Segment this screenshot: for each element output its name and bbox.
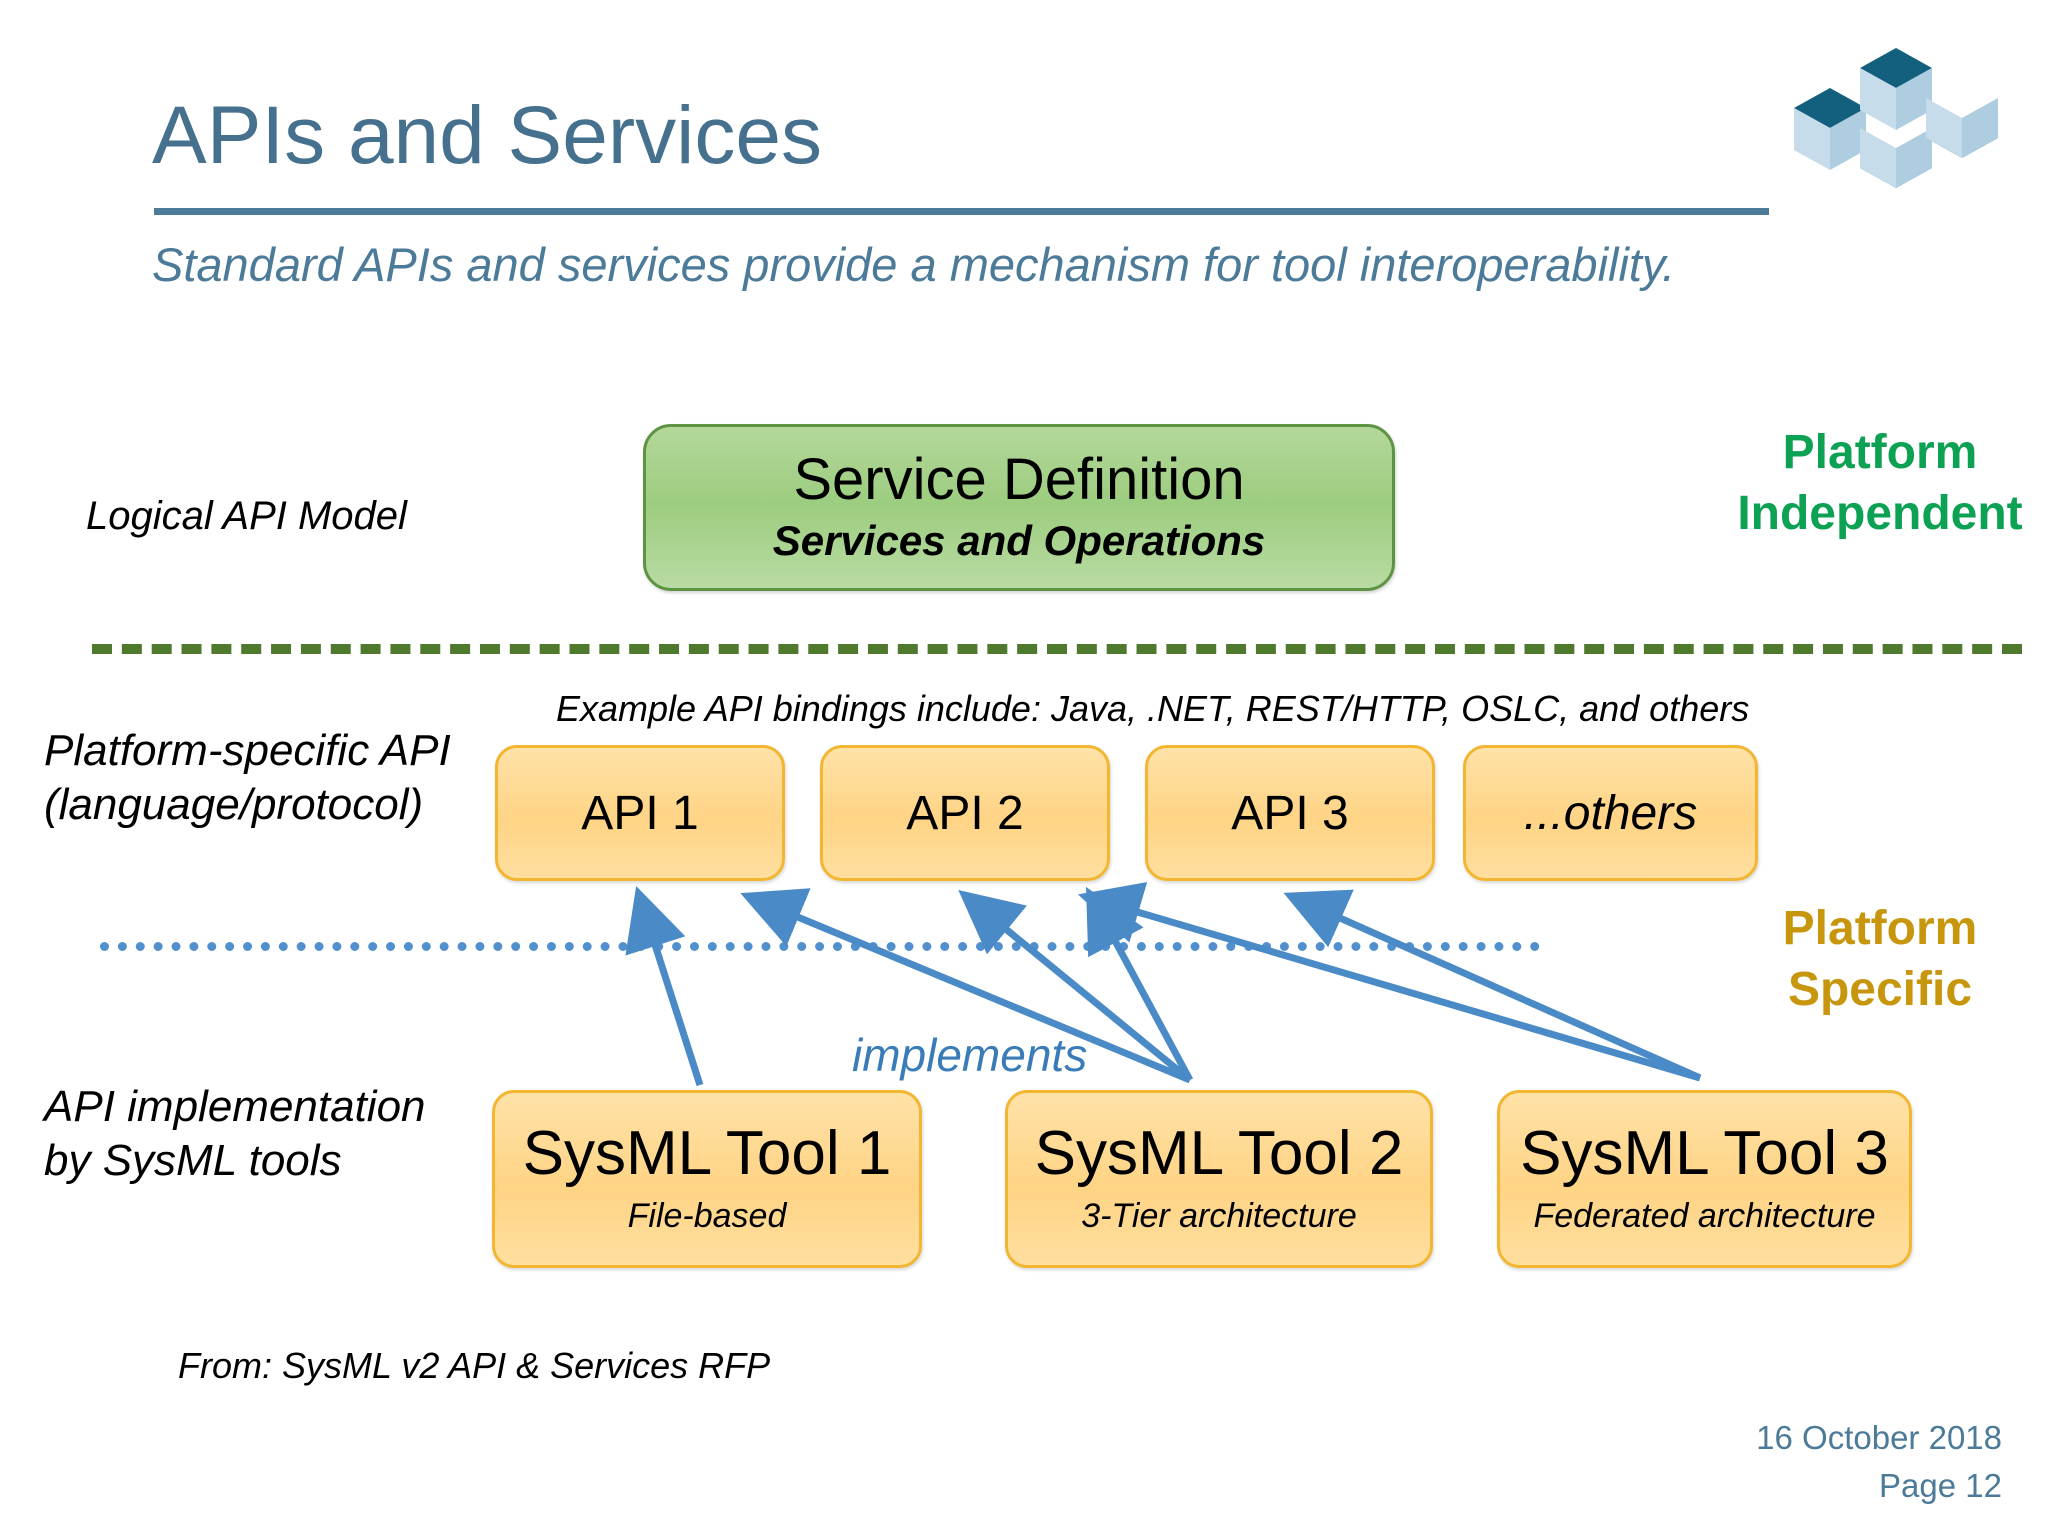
implements-label: implements — [852, 1029, 1088, 1081]
arrow-tool2-to-api3 — [1086, 886, 1194, 1082]
band-ps-line1: Platform — [1782, 902, 1978, 955]
sysml-tool-2-title: SysML Tool 2 — [1034, 1118, 1404, 1188]
source-note: From: SysML v2 API & Services RFP — [178, 1345, 771, 1386]
row-label-api-implementation: API implementation by SysML tools — [44, 1080, 514, 1187]
title-divider-rule — [154, 208, 1769, 215]
band-pi-line2: Independent — [1737, 487, 2023, 541]
omg-isometric-blocks-logo — [1786, 30, 2026, 225]
arrow-tool3-to-api3 — [1283, 889, 1702, 1082]
sysml-tool-2-subtitle: 3-Tier architecture — [1081, 1196, 1357, 1235]
row-label-logical-api-model: Logical API Model — [86, 494, 407, 538]
dotted-divider-line — [100, 942, 1540, 951]
service-definition-box[interactable]: Service Definition Services and Operatio… — [643, 424, 1395, 591]
footer-date: 16 October 2018 — [1756, 1419, 2002, 1457]
page-subtitle: Standard APIs and services provide a mec… — [152, 238, 1676, 291]
sysml-tool-box-3[interactable]: SysML Tool 3 Federated architecture — [1497, 1090, 1912, 1268]
sysml-tool-3-subtitle: Federated architecture — [1533, 1196, 1876, 1235]
row-label-platform-line2: (language/protocol) — [44, 779, 424, 829]
api-box-others-label: ...others — [1523, 786, 1698, 840]
arrow-tool1-to-api1 — [625, 886, 704, 1087]
row-label-impl-line2: by SysML tools — [44, 1135, 342, 1185]
api-box-3[interactable]: API 3 — [1145, 745, 1435, 881]
row-label-platform-specific-api: Platform-specific API (language/protocol… — [44, 724, 544, 831]
row-label-impl-line1: API implementation — [44, 1082, 426, 1131]
api-box-3-label: API 3 — [1231, 786, 1349, 840]
footer-page-number: Page 12 — [1879, 1467, 2002, 1505]
api-box-1-label: API 1 — [581, 786, 699, 840]
row-label-platform-line1: Platform-specific API — [44, 726, 451, 775]
band-label-platform-specific: Platform Specific — [1730, 898, 2030, 1021]
api-bindings-note: Example API bindings include: Java, .NET… — [556, 688, 1750, 729]
service-definition-title: Service Definition — [793, 447, 1245, 513]
sysml-tool-1-subtitle: File-based — [627, 1196, 787, 1235]
sysml-tool-3-title: SysML Tool 3 — [1520, 1118, 1889, 1188]
sysml-tool-1-title: SysML Tool 1 — [522, 1118, 892, 1188]
band-ps-line2: Specific — [1787, 963, 1973, 1017]
api-box-1[interactable]: API 1 — [495, 745, 785, 881]
api-box-others[interactable]: ...others — [1463, 745, 1758, 881]
band-pi-line1: Platform — [1782, 426, 1978, 479]
sysml-tool-box-1[interactable]: SysML Tool 1 File-based — [492, 1090, 922, 1268]
band-label-platform-independent: Platform Independent — [1730, 422, 2030, 545]
api-box-2-label: API 2 — [906, 786, 1024, 840]
api-box-2[interactable]: API 2 — [820, 745, 1110, 881]
page-title: APIs and Services — [152, 90, 822, 181]
arrow-tool3-to-api2 — [1077, 882, 1701, 1082]
service-definition-subtitle: Services and Operations — [772, 516, 1266, 564]
dashed-divider-line — [92, 644, 2022, 654]
slide-footer: 16 October 2018 Page 12 — [1756, 1414, 2002, 1510]
sysml-tool-box-2[interactable]: SysML Tool 2 3-Tier architecture — [1005, 1090, 1433, 1268]
